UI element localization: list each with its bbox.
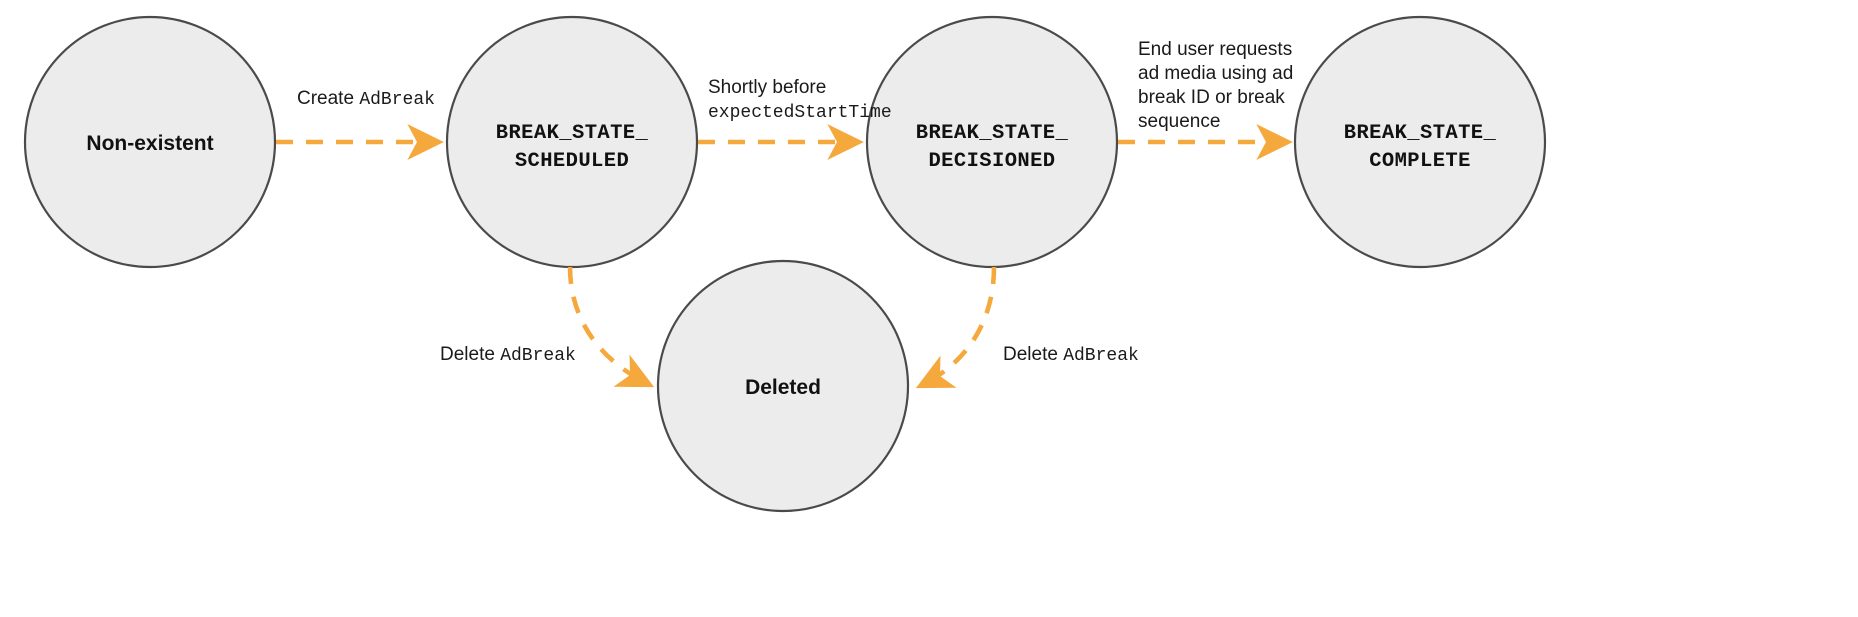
node-label-non-existent: Non-existent bbox=[86, 132, 213, 155]
edge-label-delete-left: Delete AdBreak bbox=[440, 344, 576, 366]
node-break-state-scheduled[interactable]: BREAK_STATE_ SCHEDULED bbox=[445, 15, 699, 269]
node-label-complete-line1: BREAK_STATE_ bbox=[1344, 122, 1497, 145]
edge-delete-adbreak-from-scheduled[interactable]: Delete AdBreak bbox=[440, 266, 655, 388]
edge-label-expected-start-time: expectedStartTime bbox=[708, 103, 892, 123]
node-break-state-complete[interactable]: BREAK_STATE_ COMPLETE bbox=[1293, 15, 1547, 269]
edge-label-delete-right: Delete AdBreak bbox=[1003, 344, 1139, 366]
edge-label-delete-left-part1: Delete bbox=[440, 344, 500, 365]
edge-label-create-adbreak-part1: Create bbox=[297, 88, 359, 109]
node-label-decisioned-line2: DECISIONED bbox=[928, 150, 1055, 173]
node-label-scheduled-line2: SCHEDULED bbox=[515, 150, 629, 173]
node-circle-non-existent[interactable] bbox=[23, 15, 277, 269]
edge-label-end-user-line2: ad media using ad bbox=[1138, 63, 1293, 84]
edge-label-delete-right-part2: AdBreak bbox=[1063, 346, 1139, 366]
node-break-state-decisioned[interactable]: BREAK_STATE_ DECISIONED bbox=[865, 15, 1119, 269]
edge-label-end-user-line3: break ID or break bbox=[1138, 87, 1285, 108]
edge-label-shortly-before-line1: Shortly before bbox=[708, 77, 826, 98]
node-label-scheduled-line1: BREAK_STATE_ bbox=[496, 122, 649, 145]
edge-shortly-before-expectedstarttime[interactable]: Shortly before expectedStartTime bbox=[698, 77, 892, 160]
node-label-complete-line2: COMPLETE bbox=[1369, 150, 1471, 173]
edge-label-create-adbreak-part2: AdBreak bbox=[359, 90, 435, 110]
edge-arrow-delete-from-scheduled bbox=[567, 266, 655, 388]
edge-label-end-user-line4: sequence bbox=[1138, 111, 1220, 132]
edge-delete-adbreak-from-decisioned[interactable]: Delete AdBreak bbox=[915, 266, 1139, 389]
edge-create-adbreak[interactable]: Create AdBreak bbox=[276, 88, 444, 160]
edge-arrow-delete-from-decisioned bbox=[915, 266, 997, 389]
edge-label-end-user-line1: End user requests bbox=[1138, 39, 1292, 60]
node-label-decisioned-line1: BREAK_STATE_ bbox=[916, 122, 1069, 145]
edge-label-delete-left-part2: AdBreak bbox=[500, 346, 576, 366]
node-circle-break-state-complete[interactable] bbox=[1293, 15, 1547, 269]
edge-label-delete-right-part1: Delete bbox=[1003, 344, 1063, 365]
edge-label-create-adbreak: Create AdBreak bbox=[297, 88, 435, 110]
node-label-deleted: Deleted bbox=[745, 376, 821, 399]
node-non-existent[interactable]: Non-existent bbox=[23, 15, 277, 269]
node-deleted[interactable]: Deleted bbox=[656, 259, 910, 513]
edge-end-user-requests-ad-media[interactable]: End user requests ad media using ad brea… bbox=[1118, 39, 1293, 160]
node-circle-deleted[interactable] bbox=[656, 259, 910, 513]
